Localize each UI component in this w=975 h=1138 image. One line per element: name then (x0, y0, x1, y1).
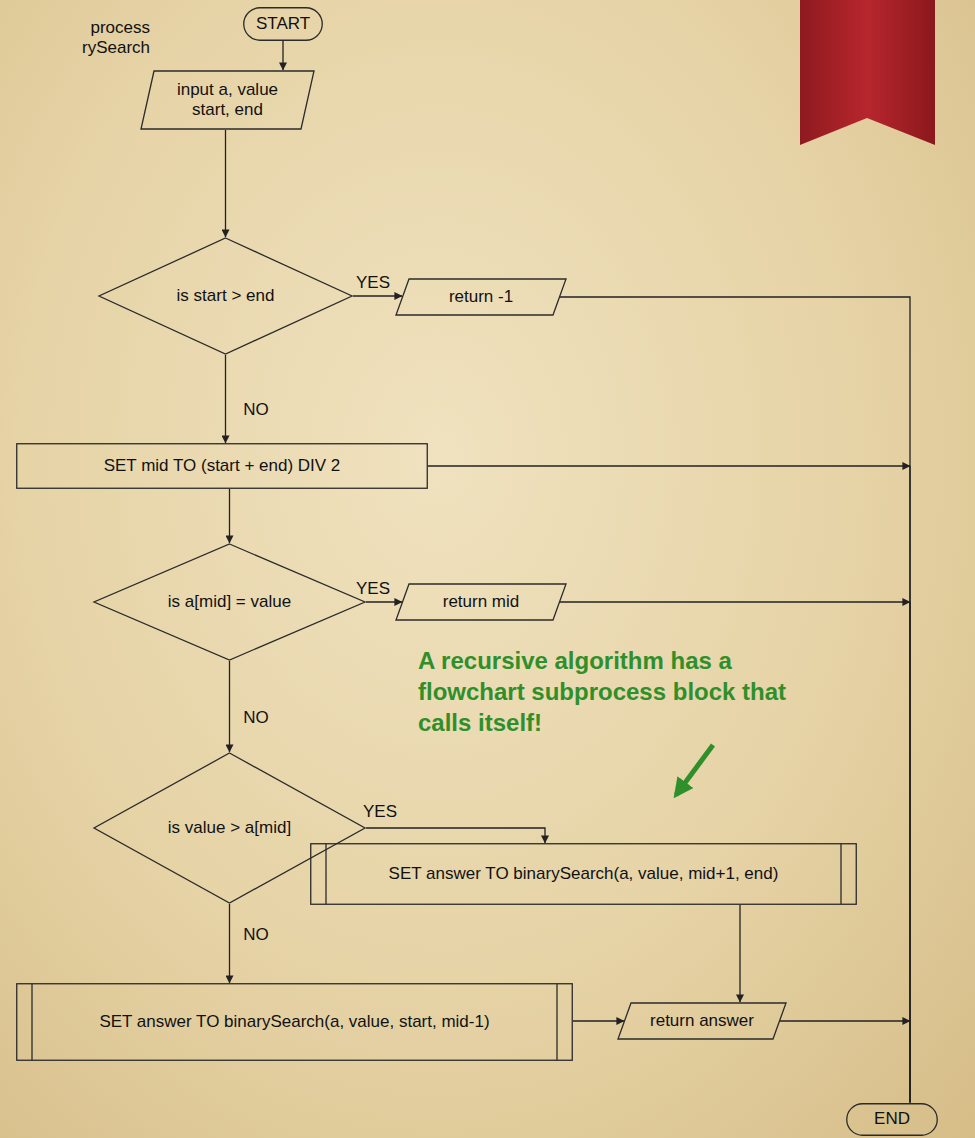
branch-label: YES (363, 802, 397, 822)
callout-note: A recursive algorithm has a flowchart su… (418, 645, 808, 739)
title-fragment: rySearch (4, 38, 150, 58)
decision-diamond: is a[mid] = value (93, 543, 366, 661)
connector-line (909, 1021, 910, 1103)
flow-connector (366, 828, 545, 843)
connector-line (780, 1020, 910, 1021)
connector-line (229, 661, 230, 752)
output-box: return answer (617, 1002, 787, 1040)
connector-line (909, 602, 910, 1103)
branch-label: NO (243, 400, 269, 420)
branch-label: NO (243, 708, 269, 728)
callout-arrow (676, 745, 713, 795)
node-text: return mid (443, 592, 520, 612)
flow-connector (428, 466, 910, 1103)
node-text-block: return answer (650, 1011, 754, 1031)
decision-diamond: is value > a[mid] (93, 752, 366, 904)
output-box: return mid (395, 583, 567, 621)
flow-connector (225, 355, 226, 443)
flow-connector (353, 296, 402, 297)
flow-connector (366, 602, 402, 603)
node-text-block: is a[mid] = value (168, 592, 291, 612)
node-text-block: SET answer TO binarySearch(a, value, sta… (99, 1012, 489, 1032)
node-text-block: SET mid TO (start + end) DIV 2 (104, 456, 341, 476)
branch-label: YES (356, 579, 390, 599)
connector-line (353, 295, 402, 296)
branch-label: NO (243, 925, 269, 945)
connector-line (229, 489, 230, 543)
node-text-block: input a, value start, end (165, 80, 290, 121)
connector-line (366, 601, 402, 602)
connector-line (428, 465, 910, 466)
connector-line (573, 1020, 624, 1021)
connector-line (366, 828, 545, 843)
node-text: is value > a[mid] (168, 818, 291, 838)
connector-line (225, 355, 226, 443)
node-text-block: return -1 (449, 287, 513, 307)
node-text: SET answer TO binarySearch(a, value, sta… (99, 1012, 489, 1032)
flow-connector (780, 1021, 910, 1103)
node-text-block: is value > a[mid] (168, 818, 291, 838)
branch-label: YES (356, 273, 390, 293)
node-text-block: is start > end (177, 286, 275, 306)
connector-line (909, 466, 910, 1103)
flow-connector (225, 130, 226, 237)
connector-line (225, 130, 226, 237)
output-box: return -1 (395, 278, 567, 316)
flow-connector (283, 41, 284, 70)
connector-line (560, 601, 910, 602)
node-text: input a, value start, end (165, 80, 290, 121)
connector-line (739, 905, 740, 1002)
flow-connector (229, 489, 230, 543)
subprocess-box: SET answer TO binarySearch(a, value, sta… (16, 983, 573, 1061)
node-text: END (874, 1109, 910, 1129)
node-text: START (256, 14, 310, 34)
node-text: SET mid TO (start + end) DIV 2 (104, 456, 341, 476)
flow-connector (573, 1021, 624, 1022)
title-fragment: process (4, 18, 150, 38)
node-text: SET answer TO binarySearch(a, value, mid… (389, 864, 779, 884)
node-text-block: START (256, 14, 310, 34)
process-box: SET mid TO (start + end) DIV 2 (16, 443, 428, 489)
flow-connector (740, 905, 741, 1002)
flow-connector (229, 904, 230, 983)
node-text: return answer (650, 1011, 754, 1031)
flow-connector (229, 661, 230, 752)
node-text: return -1 (449, 287, 513, 307)
start-terminal: START (243, 7, 323, 41)
flow-connector (560, 602, 910, 1103)
input-box: input a, value start, end (140, 70, 315, 130)
node-text-block: END (874, 1109, 910, 1129)
node-text-block: return mid (443, 592, 520, 612)
node-text: is a[mid] = value (168, 592, 291, 612)
decision-diamond: is start > end (98, 237, 353, 355)
connector-line (282, 41, 283, 70)
end-terminal: END (846, 1103, 938, 1136)
node-text: is start > end (177, 286, 275, 306)
subprocess-box: SET answer TO binarySearch(a, value, mid… (310, 843, 857, 905)
node-text-block: SET answer TO binarySearch(a, value, mid… (389, 864, 779, 884)
connector-line (229, 904, 230, 983)
bookmark-ribbon (800, 0, 935, 145)
